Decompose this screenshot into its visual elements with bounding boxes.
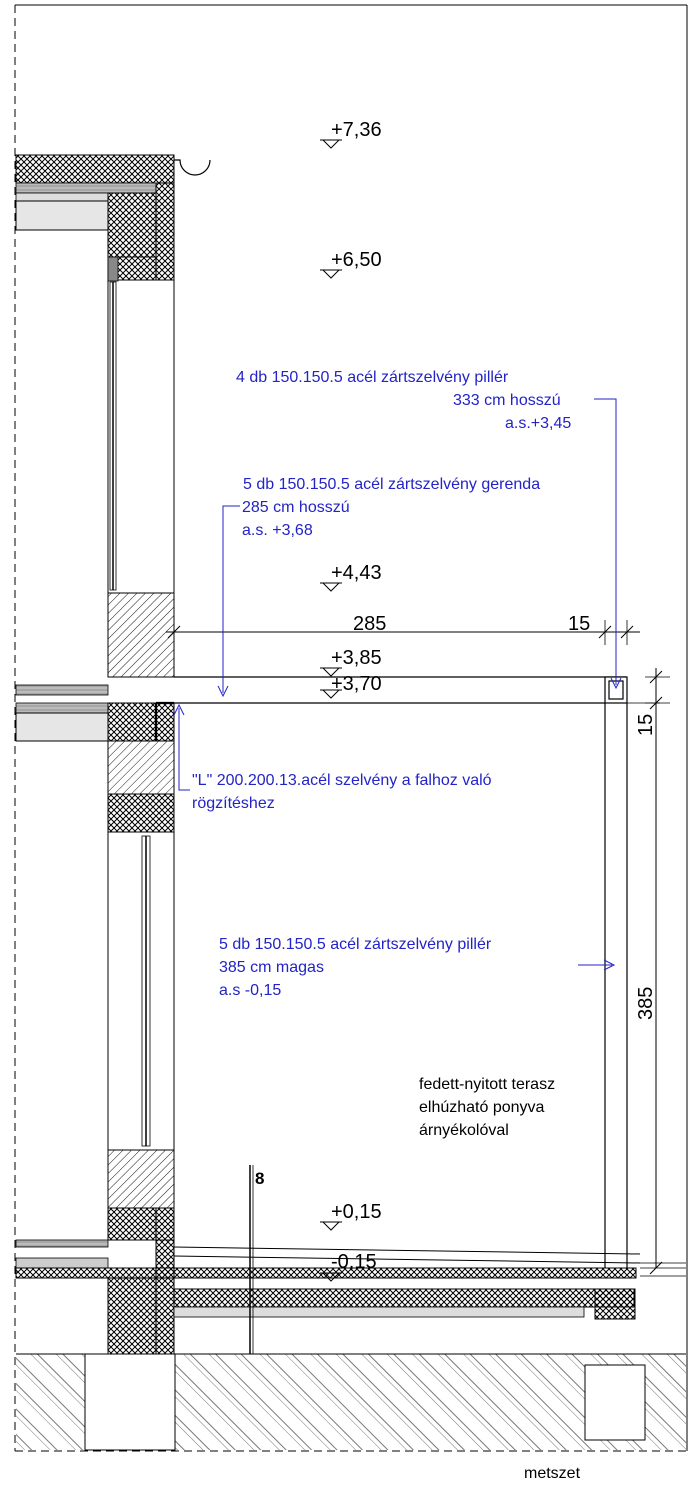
- section-cut-8: 8: [249, 1165, 264, 1354]
- level-marker-736: +7,36: [320, 119, 382, 149]
- level-marker-370: +3,70: [320, 673, 382, 699]
- upper-window: [107, 256, 175, 594]
- drawing-caption: metszet: [524, 1465, 581, 1482]
- level-385: +3,85: [331, 647, 382, 669]
- level-015-minus: -0,15: [331, 1251, 377, 1273]
- level-marker-385: +3,85: [320, 647, 382, 677]
- level-015-plus: +0,15: [331, 1201, 382, 1223]
- dim-15-top: 15: [568, 613, 590, 635]
- dim-15-side: 15: [635, 714, 657, 736]
- wall-beam-level: [15, 592, 175, 833]
- terrace-label: fedett-nyitott terasz elhúzható ponyva á…: [419, 1076, 555, 1139]
- soil-ground: [16, 1353, 686, 1451]
- note-beam-line1: 5 db 150.150.5 acél zártszelvény gerenda: [243, 476, 540, 493]
- gutter: [174, 159, 211, 176]
- note-column-main-line1: 5 db 150.150.5 acél zártszelvény pillér: [219, 936, 492, 953]
- level-marker-015-plus: +0,15: [320, 1201, 382, 1231]
- level-736: +7,36: [331, 119, 382, 141]
- note-column-top-line2: 333 cm hosszú: [453, 392, 561, 409]
- dim-385: 385: [635, 987, 657, 1020]
- level-370: +3,70: [331, 673, 382, 695]
- sheet-frame: [14, 4, 688, 1452]
- note-column-top-line3: a.s.+3,45: [505, 415, 571, 432]
- level-markers: +7,36 +6,50 +4,43 +3,85 +3,70 +0,15: [320, 119, 382, 1282]
- level-marker-443: +4,43: [320, 562, 382, 592]
- note-angle-line1: "L" 200.200.13.acél szelvény a falhoz va…: [192, 772, 492, 789]
- annotations: 4 db 150.150.5 acél zártszelvény pillér …: [173, 369, 622, 999]
- angle-profile: [154, 701, 174, 741]
- lower-window: [107, 831, 175, 1241]
- note-beam-line2: 285 cm hosszú: [242, 499, 350, 516]
- dim-285: 285: [353, 613, 386, 635]
- terrace-line1: fedett-nyitott terasz: [419, 1076, 555, 1093]
- dimension-lines: 285 15 15 385: [166, 613, 670, 1275]
- level-443: +4,43: [331, 562, 382, 584]
- section-number: 8: [255, 1169, 264, 1188]
- terrace-line2: elhúzható ponyva: [419, 1099, 545, 1116]
- note-column-top-line1: 4 db 150.150.5 acél zártszelvény pillér: [236, 369, 509, 386]
- level-marker-015-minus: -0,15: [320, 1251, 377, 1282]
- terrace-line3: árnyékolóval: [419, 1122, 509, 1139]
- level-650: +6,50: [331, 249, 382, 271]
- steel-frame: [154, 676, 628, 1268]
- note-beam-line3: a.s. +3,68: [242, 522, 313, 539]
- roof-parapet: [15, 154, 211, 281]
- wall-foundation: [84, 1353, 176, 1451]
- note-column-main-line2: 385 cm magas: [219, 959, 324, 976]
- level-marker-650: +6,50: [320, 249, 382, 279]
- note-column-main-line3: a.s -0,15: [219, 982, 281, 999]
- column-foundation: [584, 1364, 646, 1441]
- note-angle-line2: rögzítéshez: [192, 795, 275, 812]
